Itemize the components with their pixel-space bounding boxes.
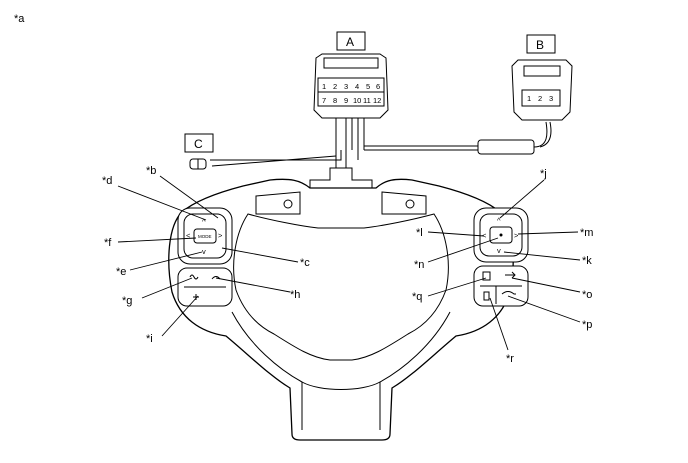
off-hook-icon xyxy=(189,274,199,280)
callout-f: *f xyxy=(104,237,112,249)
callout-d: *d xyxy=(102,175,112,187)
callout-e: *e xyxy=(116,266,126,278)
distance-icon xyxy=(483,291,490,301)
callouts: *b *d *f *e *c *g *h *i *j *l *m *n *k *… xyxy=(102,165,593,365)
connector-c-label: C xyxy=(194,137,203,151)
connector-b: B 1 2 3 xyxy=(511,34,573,121)
connector-a-pins: 1 2 3 4 5 6 7 8 9 10 11 12 xyxy=(322,82,381,105)
callout-i: *i xyxy=(146,333,153,345)
connector-b-pin: 2 xyxy=(538,94,542,103)
wire-harness xyxy=(189,118,552,170)
connector-a-pin: 3 xyxy=(344,82,348,91)
connector-b-label: B xyxy=(536,38,544,52)
right-arrow-icon: > xyxy=(514,231,519,240)
left-arrow-icon: < xyxy=(482,231,487,240)
connector-a-pin: 7 xyxy=(322,96,326,105)
right-switch-cluster: ^ < > v xyxy=(473,207,529,307)
seek-down-icon: < xyxy=(186,231,191,240)
callout-r: *r xyxy=(506,353,514,365)
figure-label: *a xyxy=(14,13,25,25)
lane-icon xyxy=(505,271,516,279)
callout-g: *g xyxy=(122,295,132,307)
connector-b-label-box xyxy=(526,34,556,54)
callout-c: *c xyxy=(300,257,310,269)
connector-a-pin: 8 xyxy=(333,96,337,105)
callout-q: *q xyxy=(412,291,422,303)
seek-up-icon: > xyxy=(218,231,223,240)
mode-switch xyxy=(193,228,217,244)
car-icon xyxy=(501,291,516,295)
connector-a-pin: 9 xyxy=(344,96,348,105)
callout-j: *j xyxy=(540,168,547,180)
enter-dot-icon xyxy=(499,233,503,237)
connector-a: A 1 2 3 4 5 6 7 8 9 10 11 12 xyxy=(313,31,389,119)
connector-a-pin: 12 xyxy=(373,96,381,105)
voice-icon xyxy=(193,294,199,300)
up-arrow-icon: ^ xyxy=(497,216,501,225)
down-arrow-icon: v xyxy=(497,246,501,255)
connector-b-pin: 1 xyxy=(527,94,531,103)
connector-a-pin: 11 xyxy=(363,96,371,105)
connector-a-pin: 4 xyxy=(355,82,359,91)
connector-a-pin: 1 xyxy=(322,82,326,91)
mode-switch-text: MODE xyxy=(198,234,212,239)
callout-l: *l xyxy=(416,227,423,239)
connector-a-pin: 10 xyxy=(353,96,361,105)
connector-a-pin: 6 xyxy=(376,82,380,91)
display-icon xyxy=(482,271,491,281)
callout-o: *o xyxy=(582,289,592,301)
volume-up-icon: ^ xyxy=(202,217,206,226)
connector-a-pin: 5 xyxy=(366,82,370,91)
callout-m: *m xyxy=(580,227,593,239)
callout-h: *h xyxy=(290,289,300,301)
connector-a-label: A xyxy=(346,35,354,49)
steering-pad-body xyxy=(168,150,514,441)
left-switch-cluster: MODE ^ < > v xyxy=(177,207,233,307)
connector-c: C xyxy=(184,133,214,153)
volume-down-icon: v xyxy=(202,247,206,256)
callout-k: *k xyxy=(582,255,592,267)
callout-n: *n xyxy=(414,259,424,271)
callout-b: *b xyxy=(146,165,156,177)
connector-c-label-box xyxy=(184,133,214,153)
connector-b-pin: 3 xyxy=(549,94,553,103)
connector-a-pin: 2 xyxy=(333,82,337,91)
connector-a-label-box xyxy=(336,31,366,51)
callout-p: *p xyxy=(582,319,592,331)
